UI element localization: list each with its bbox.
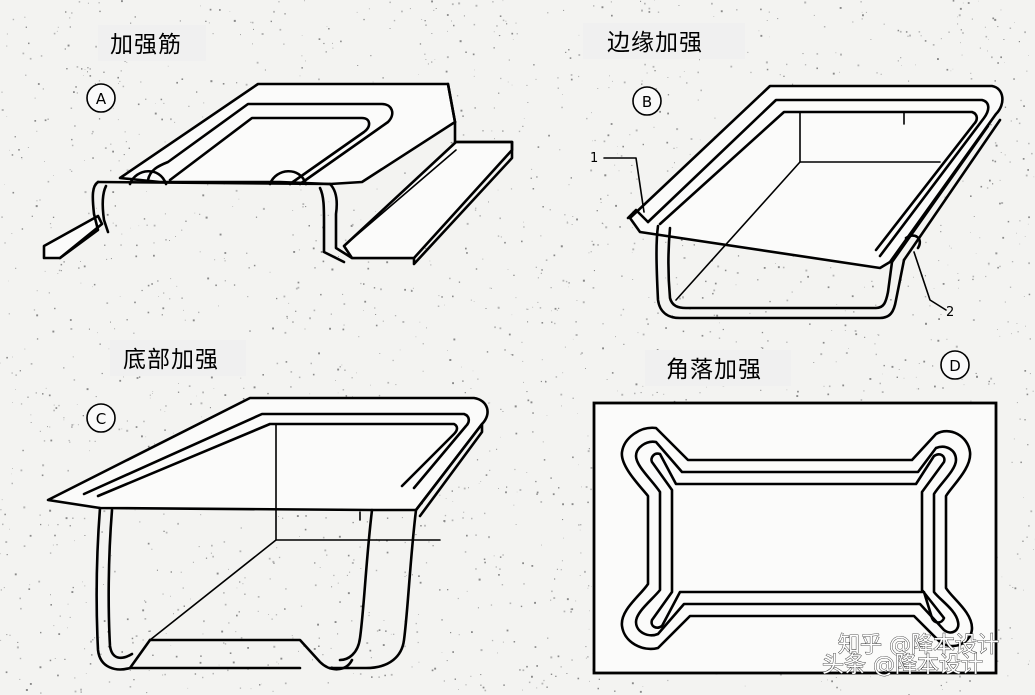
- toutiao-watermark: 头条 @降本设计: [822, 653, 983, 678]
- panel-d-title-box: [645, 350, 791, 386]
- panel-a-badge-label: A: [96, 90, 107, 108]
- panel-b-edge-reinforcement: 边缘加强 B 1 2: [583, 23, 1004, 320]
- panel-d-title: 角落加强: [666, 357, 762, 383]
- panel-a-title: 加强筋: [110, 32, 182, 58]
- callout-label-2: 2: [946, 305, 954, 320]
- panel-d-badge-label: D: [949, 357, 961, 375]
- panel-b-title-box: [583, 23, 745, 59]
- panel-a-title-box: [98, 25, 206, 61]
- panel-c-bottom-reinforcement: 底部加强 C: [46, 340, 489, 671]
- panel-b-badge-label: B: [642, 93, 652, 111]
- panel-b-title: 边缘加强: [607, 30, 703, 56]
- panel-b-badge: [632, 86, 662, 116]
- panel-c-title: 底部加强: [123, 347, 219, 373]
- panel-d-corner-reinforcement: 角落加强 D: [592, 350, 998, 675]
- callout-label-1: 1: [590, 151, 598, 166]
- corner-plate-drawing: [592, 401, 998, 675]
- panel-c-badge-label: C: [96, 410, 106, 428]
- panel-d-badge: [940, 350, 970, 380]
- rib-channel-drawing: [42, 82, 514, 266]
- panel-c-title-box: [110, 340, 246, 376]
- edge-tray-drawing: [603, 84, 1004, 320]
- zhihu-watermark: 知乎 @降本设计: [838, 633, 999, 658]
- panel-a-badge: [86, 83, 116, 113]
- bottom-tray-drawing: [46, 396, 489, 671]
- panel-a-rib-reinforcement: 加强筋 A: [42, 25, 514, 266]
- panel-c-badge: [86, 403, 116, 433]
